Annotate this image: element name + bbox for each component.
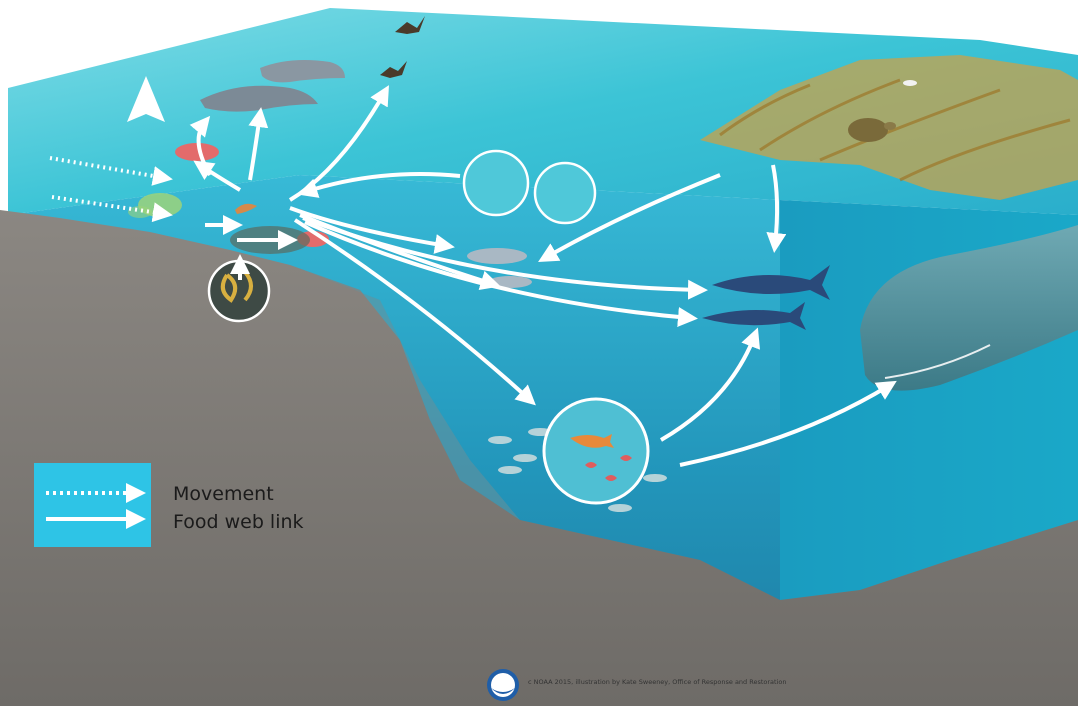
image-credit: c NOAA 2015, illustration by Kate Sweene…	[528, 678, 787, 686]
slope-wall	[290, 265, 520, 520]
noaa-logo	[487, 669, 519, 701]
squid-shrimp-icon	[542, 397, 650, 505]
shrimp-group-icon	[585, 455, 632, 481]
whale-mouth	[884, 344, 991, 379]
seagull-icon	[903, 80, 917, 86]
dolphin-icon	[200, 60, 345, 112]
sargassum-strands	[719, 78, 1071, 182]
squid-icon	[570, 434, 614, 448]
seafloor	[0, 210, 1078, 706]
snapper-icon	[175, 143, 219, 161]
legend-arrows	[46, 483, 146, 529]
food-web-arrows	[189, 85, 897, 467]
legend-food-web-label: Food web link	[173, 511, 304, 533]
copepod-icon	[533, 161, 597, 225]
legend-movement-label: Movement	[173, 483, 274, 505]
legend-box	[34, 463, 151, 547]
water-surface	[8, 8, 1078, 215]
movement-arrows	[49, 156, 173, 223]
baitfish-school	[488, 428, 667, 512]
eel-larva-shape	[220, 270, 253, 303]
sperm-whale-icon	[860, 225, 1078, 391]
movement-arrowhead-icon	[126, 483, 146, 503]
surface-arrow-icon	[127, 76, 165, 122]
seabird-icon-2	[380, 61, 407, 78]
tuna-icon	[702, 265, 830, 330]
seabird-icon	[395, 16, 425, 34]
sea-turtle-icon	[848, 118, 896, 142]
food-web-arrowhead-icon	[126, 509, 146, 529]
zooplankton-icon	[462, 149, 530, 217]
shrimp-icon	[235, 203, 257, 214]
